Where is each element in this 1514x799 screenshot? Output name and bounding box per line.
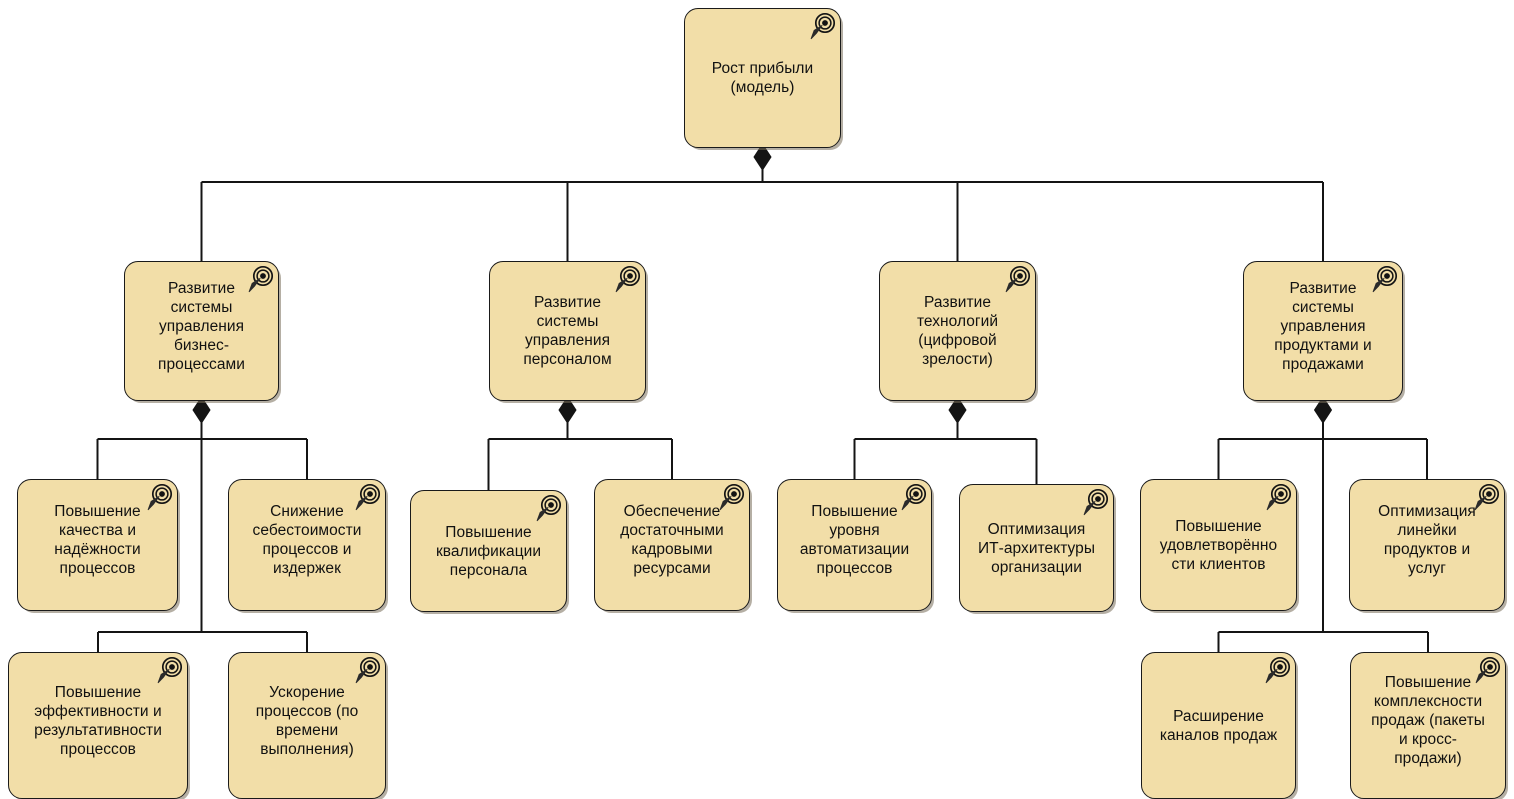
goal-node-root[interactable]: Рост прибыли(модель): [684, 8, 841, 148]
goal-icon: [1001, 265, 1031, 295]
goal-icon: [1262, 483, 1292, 513]
goal-icon: [611, 265, 641, 295]
goal-icon: [532, 494, 562, 524]
goal-icon: [1261, 656, 1291, 686]
goal-icon: [351, 656, 381, 686]
goal-node-label-root: Рост прибыли(модель): [711, 60, 814, 96]
goal-icon: [1079, 488, 1109, 518]
goal-icon: [806, 12, 836, 42]
goal-icon: [153, 656, 183, 686]
